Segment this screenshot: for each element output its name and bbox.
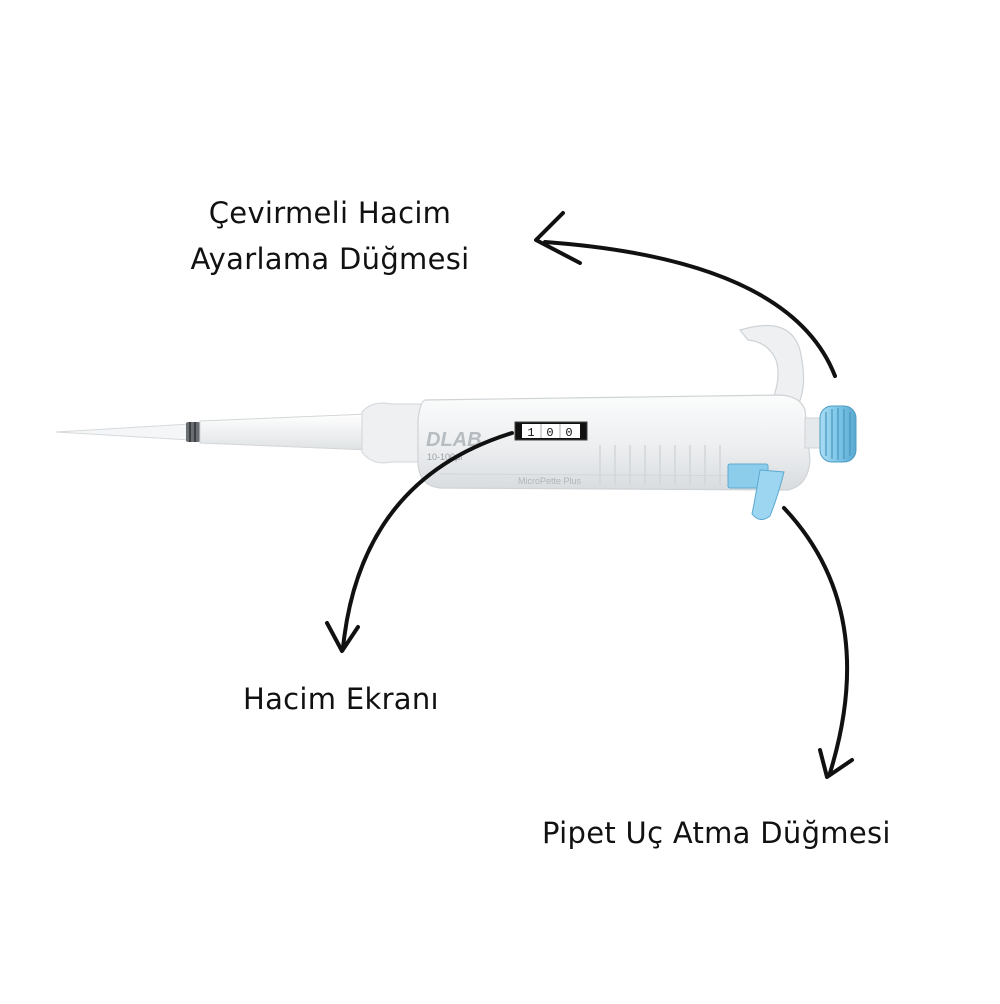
pipette-tip bbox=[55, 423, 191, 441]
tip-ring bbox=[186, 422, 200, 442]
volume-range-label: 10-100μl bbox=[427, 452, 462, 462]
display-digit-3: 0 bbox=[565, 426, 572, 440]
arrow-to-ejector bbox=[782, 506, 854, 779]
display-digit-1: 1 bbox=[527, 426, 534, 440]
pipette-shaft bbox=[199, 413, 369, 451]
finger-hook bbox=[738, 324, 805, 406]
dial-label-line-1: Çevirmeli Hacim bbox=[208, 196, 452, 230]
model-label: MicroPette Plus bbox=[518, 476, 582, 486]
arrow-to-dial bbox=[534, 211, 837, 378]
brand-logo: DLAB bbox=[426, 429, 482, 451]
display-digit-2: 0 bbox=[546, 426, 553, 440]
tip-ejector-button[interactable] bbox=[727, 463, 785, 520]
volume-display: 1 0 0 bbox=[514, 421, 588, 441]
arrow-to-display bbox=[325, 431, 514, 653]
volume-adjustment-knob[interactable] bbox=[819, 405, 857, 463]
pipette-body bbox=[417, 394, 811, 491]
ejector-label: Pipet Uç Atma Düğmesi bbox=[542, 816, 891, 850]
dial-label-line-2: Ayarlama Düğmesi bbox=[190, 242, 470, 277]
display-label: Hacim Ekranı bbox=[243, 682, 439, 716]
grip-ribs bbox=[599, 445, 721, 485]
dial-label: Çevirmeli Hacim Ayarlama Düğmesi bbox=[160, 190, 500, 283]
